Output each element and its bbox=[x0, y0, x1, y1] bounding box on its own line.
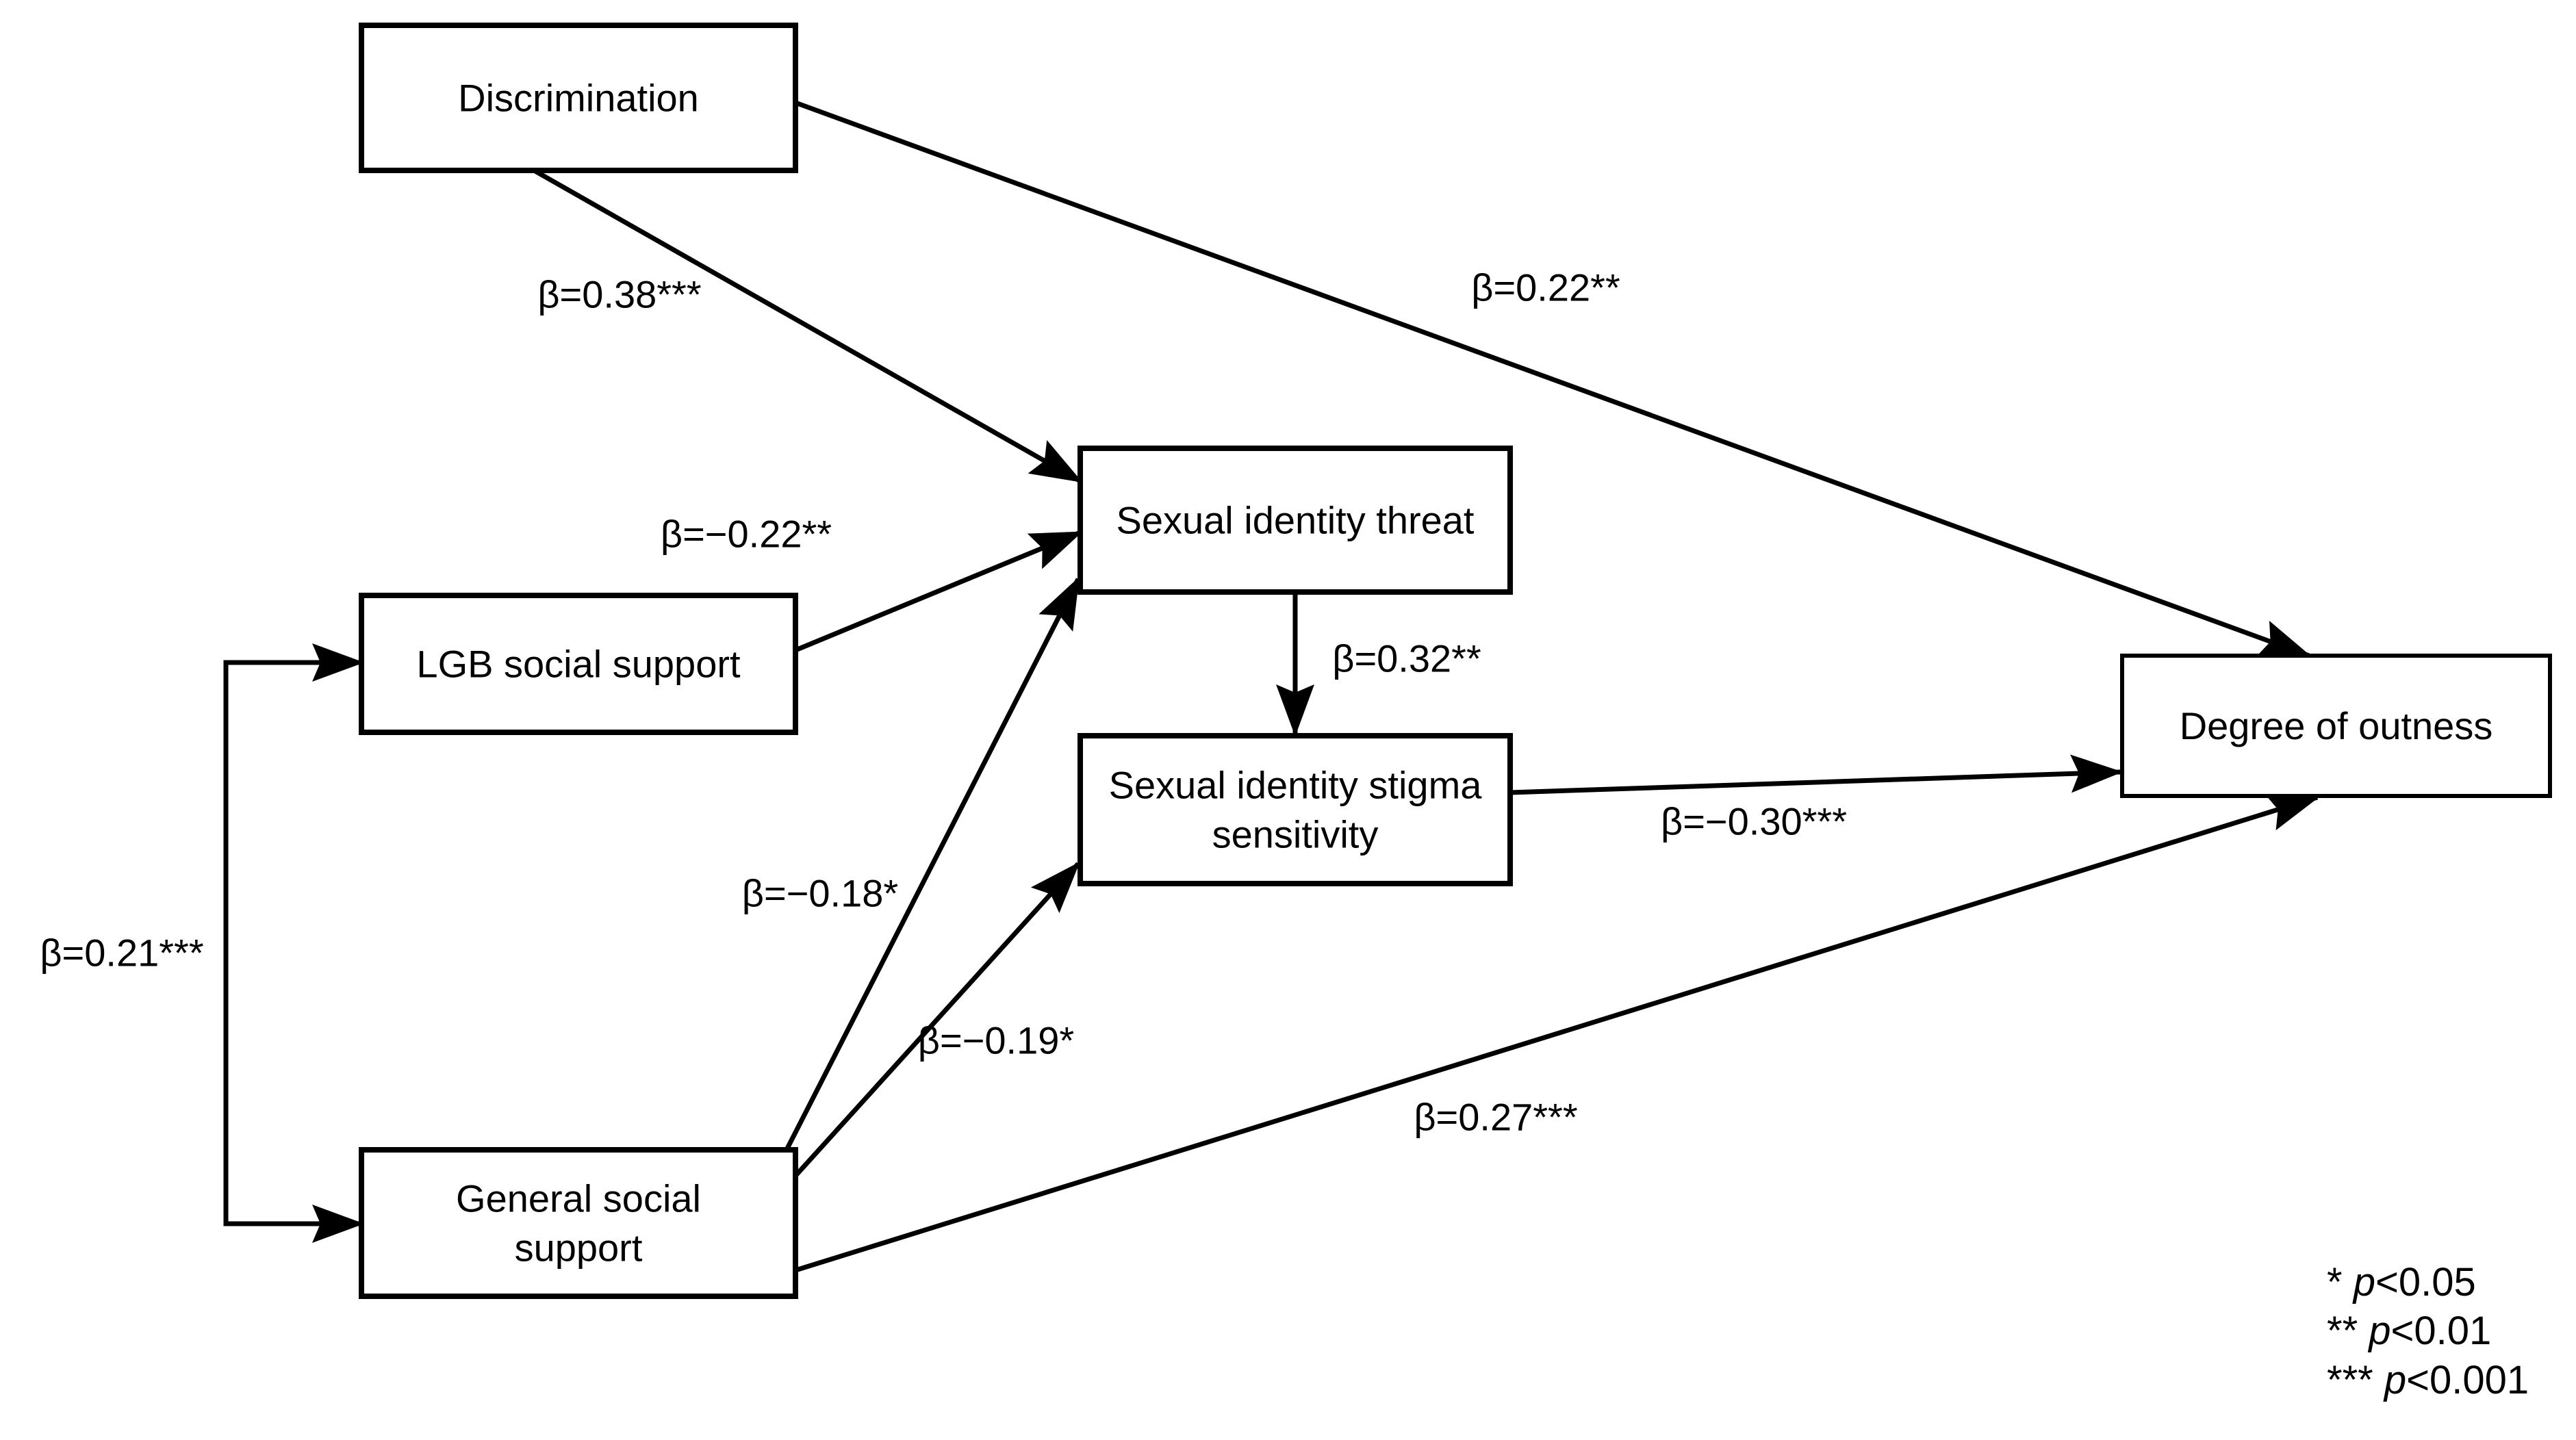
node-sexual-identity-threat bbox=[1077, 446, 1513, 595]
node-degree-of-outness bbox=[2120, 654, 2552, 798]
node-general-social-support bbox=[359, 1147, 798, 1299]
edge-stigma-sensitivity-to-outness bbox=[1509, 754, 2123, 795]
edge-label-lgb-support-to-threat: β=−0.22** bbox=[661, 513, 832, 556]
edge-lgb-support-to-threat bbox=[794, 530, 1083, 653]
legend-line-2: ** p<0.01 bbox=[2327, 1309, 2491, 1353]
legend-line-1: * p<0.05 bbox=[2327, 1260, 2476, 1304]
edge-label-threat-to-stigma-sensitivity: β=0.32** bbox=[1332, 637, 1481, 680]
edge-label-general-support-to-stigma-sensitivity: β=−0.19* bbox=[918, 1019, 1074, 1062]
edge-discrimination-to-threat bbox=[533, 168, 1083, 484]
edge-label-general-support-to-outness: β=0.27*** bbox=[1414, 1096, 1577, 1139]
node-label-sexual-identity-threat: Sexual identity threat bbox=[1117, 499, 1475, 542]
node-label-discrimination: Discrimination bbox=[458, 77, 699, 120]
edge-lgb-general-support-correlation bbox=[223, 643, 364, 1243]
edge-general-support-to-stigma-sensitivity bbox=[793, 862, 1080, 1178]
edge-label-discrimination-to-outness: β=0.22** bbox=[1471, 266, 1620, 309]
significance-legend: * p<0.05 ** p<0.01 *** p<0.001 bbox=[2327, 1260, 2529, 1402]
edge-label-general-support-to-threat: β=−0.18* bbox=[742, 872, 898, 915]
node-sexual-identity-stigma-sensitivity bbox=[1077, 733, 1513, 886]
node-discrimination bbox=[359, 23, 798, 173]
edge-general-support-to-outness bbox=[794, 793, 2320, 1273]
node-lgb-social-support bbox=[359, 593, 798, 735]
edges-layer bbox=[223, 100, 2320, 1273]
edge-general-support-to-threat bbox=[783, 576, 1081, 1153]
legend-line-3: *** p<0.001 bbox=[2327, 1358, 2529, 1402]
edge-label-stigma-sensitivity-to-outness: β=−0.30*** bbox=[1661, 800, 1847, 843]
edge-discrimination-to-outness bbox=[794, 100, 2312, 658]
edge-labels-layer: β=0.38*** β=0.22** β=−0.22** β=−0.18* β=−0.1… bbox=[40, 266, 1847, 1139]
node-label-lgb-social-support: LGB social support bbox=[416, 643, 741, 686]
edge-label-discrimination-to-threat: β=0.38*** bbox=[537, 273, 701, 316]
edge-label-lgb-general-support-correlation: β=0.21*** bbox=[40, 931, 203, 975]
node-label-degree-of-outness: Degree of outness bbox=[2180, 704, 2493, 747]
